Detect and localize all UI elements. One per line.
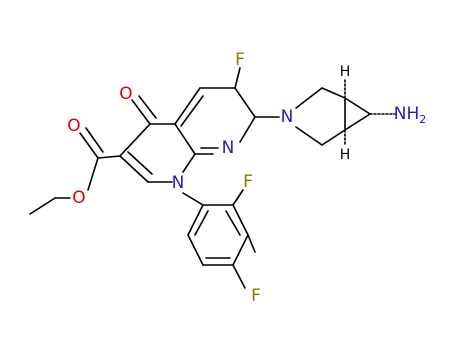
bond-layer — [29, 67, 396, 289]
hydrogen-atom-top: H — [340, 64, 351, 80]
amino-group-label: NH2 — [394, 104, 427, 126]
quinolone-nitrogen-atom: N — [172, 173, 185, 193]
pyrrolidine-nitrogen-atom: N — [281, 107, 294, 127]
atom-labels: F N N N O O O F F H H NH2 — [67, 50, 426, 306]
ester-ether-oxygen-atom: O — [72, 188, 85, 208]
fluorine-atom-top: F — [235, 50, 245, 70]
fluorine-atom-para: F — [251, 286, 261, 306]
hydrogen-atom-bottom: H — [340, 147, 351, 163]
pyridine-nitrogen-atom: N — [222, 138, 235, 158]
fluorine-atom-ortho: F — [243, 172, 253, 192]
ketone-oxygen-atom: O — [119, 84, 132, 104]
ester-carbonyl-oxygen-atom: O — [67, 116, 80, 136]
